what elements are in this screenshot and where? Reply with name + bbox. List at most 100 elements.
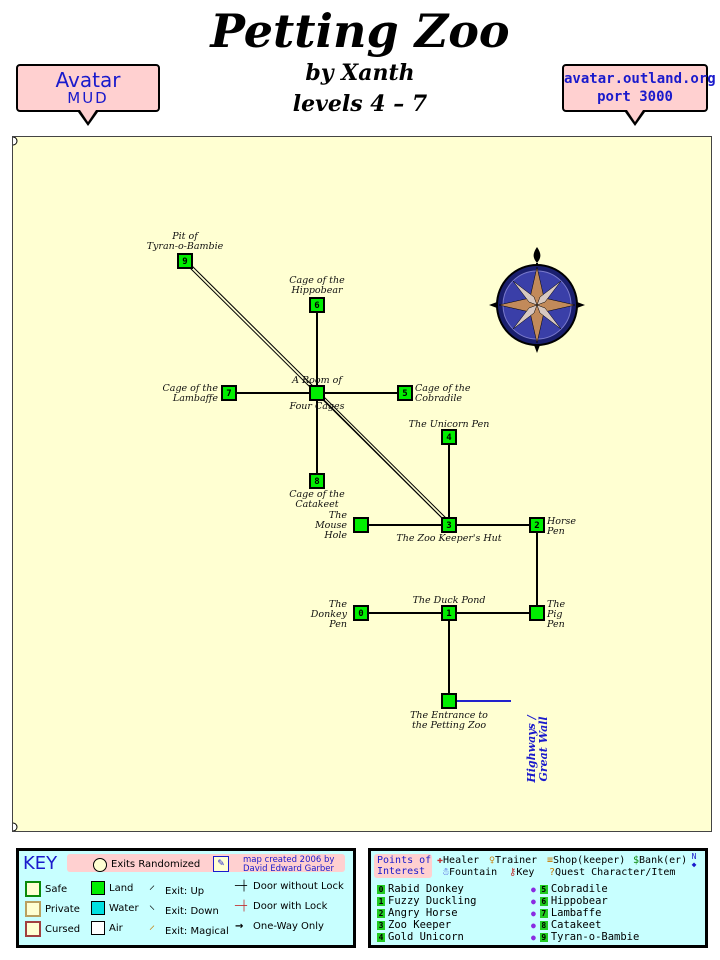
room-marker: [309, 385, 325, 401]
key-door-without-lock: ─┼Door without Lock: [235, 881, 344, 892]
room-label: Pig: [546, 609, 563, 620]
room-marker: [529, 605, 545, 621]
compass-rose-icon: [489, 247, 585, 353]
scroll-map-icon: ✎: [213, 856, 229, 872]
server-host[interactable]: avatar.outland.org: [564, 71, 716, 87]
room-label: Pen: [546, 526, 565, 537]
key-exit-down: ⸌Exit: Down: [149, 903, 219, 917]
room-marker: [441, 429, 457, 445]
cursed-swatch: [25, 921, 41, 937]
key-cursed: Cursed: [25, 921, 80, 937]
room-label: Mouse: [314, 520, 347, 531]
room-2[interactable]: A Room of Four Cages: [289, 375, 345, 412]
poi-title-1: Points of: [377, 855, 432, 866]
room-marker: [177, 253, 193, 269]
room-label: Cage of the: [289, 275, 345, 286]
poi-number: 4: [377, 932, 385, 942]
room-label: The Unicorn Pen: [409, 419, 490, 430]
land-swatch: [91, 881, 105, 895]
room-label: Cobradile: [415, 393, 462, 404]
room-marker: [353, 517, 369, 533]
map-title: Petting Zoo: [210, 4, 510, 58]
bullet-icon: ●: [531, 909, 536, 918]
poi-number: 6: [539, 896, 548, 906]
door-unlocked-icon: ─┼: [235, 881, 248, 892]
exit-highway-label: Highways / Great Wall: [525, 714, 550, 783]
key-icon: ⚷: [509, 867, 517, 878]
poi-number: 3: [377, 920, 385, 930]
room-label: Catakeet: [295, 499, 338, 510]
poi-name: Lambaffe: [550, 907, 602, 919]
exit-up-icon: ⸍: [149, 883, 156, 897]
key-title: KEY: [23, 853, 58, 874]
poi-trainer: ♀Trainer: [489, 855, 538, 866]
shop-icon: ≡: [547, 855, 554, 866]
poi-number: 5: [539, 884, 548, 894]
poi-number: 7: [539, 908, 548, 918]
room-label: Hole: [323, 530, 347, 541]
room-label: The Duck Pond: [413, 595, 486, 606]
water-swatch: [91, 901, 105, 915]
key-private: Private: [25, 901, 80, 917]
room-label: Pen: [546, 619, 565, 630]
map-author: by Xanth: [305, 60, 415, 86]
poi-name: Fuzzy Duckling: [388, 895, 477, 907]
room-number: 2: [534, 521, 539, 531]
private-swatch: [25, 901, 41, 917]
poi-title-2: Interest: [377, 866, 426, 877]
room-number: 1: [446, 609, 451, 619]
logo-line-2: MUD: [67, 89, 109, 107]
poi-name: Cobradile: [550, 883, 608, 895]
room-marker: [441, 693, 457, 709]
key-exit-magical: ⸍Exit: Magical: [149, 923, 229, 937]
key-one-way: →One-Way Only: [235, 921, 324, 932]
avatar-mud-logo: Avatar MUD: [16, 64, 160, 126]
room-marker: [353, 605, 369, 621]
compass-small-icon: N◆: [691, 852, 697, 869]
room-marker: [529, 517, 545, 533]
room-label: Cage of the: [415, 383, 471, 394]
fountain-icon: ☃: [443, 867, 450, 878]
room-label: The Entrance to: [410, 710, 488, 721]
room-label: A Room of: [291, 375, 343, 386]
key-door-with-lock: ─┼Door with Lock: [235, 901, 328, 912]
poi-number: 2: [377, 908, 385, 918]
room-11[interactable]: 1 The Duck Pond: [413, 595, 486, 621]
quest-icon: ?: [549, 867, 556, 878]
room-number: 9: [182, 257, 187, 267]
key-safe: Safe: [25, 881, 67, 897]
bullet-icon: ●: [531, 897, 536, 906]
poi-quest: ?Quest Character/Item: [549, 867, 676, 878]
map-key: KEY Exits Randomized ✎ map created 2006 …: [16, 848, 356, 948]
room-marker: [441, 605, 457, 621]
room-marker: [309, 297, 325, 313]
room-label: Four Cages: [289, 401, 345, 412]
server-port: port 3000: [597, 89, 673, 105]
room-label: the Petting Zoo: [412, 720, 486, 731]
room-number: 0: [358, 609, 363, 619]
room-label: Cage of the: [163, 383, 219, 394]
poi-healer: ✚Healer: [437, 855, 480, 866]
key-air: Air: [91, 921, 123, 935]
